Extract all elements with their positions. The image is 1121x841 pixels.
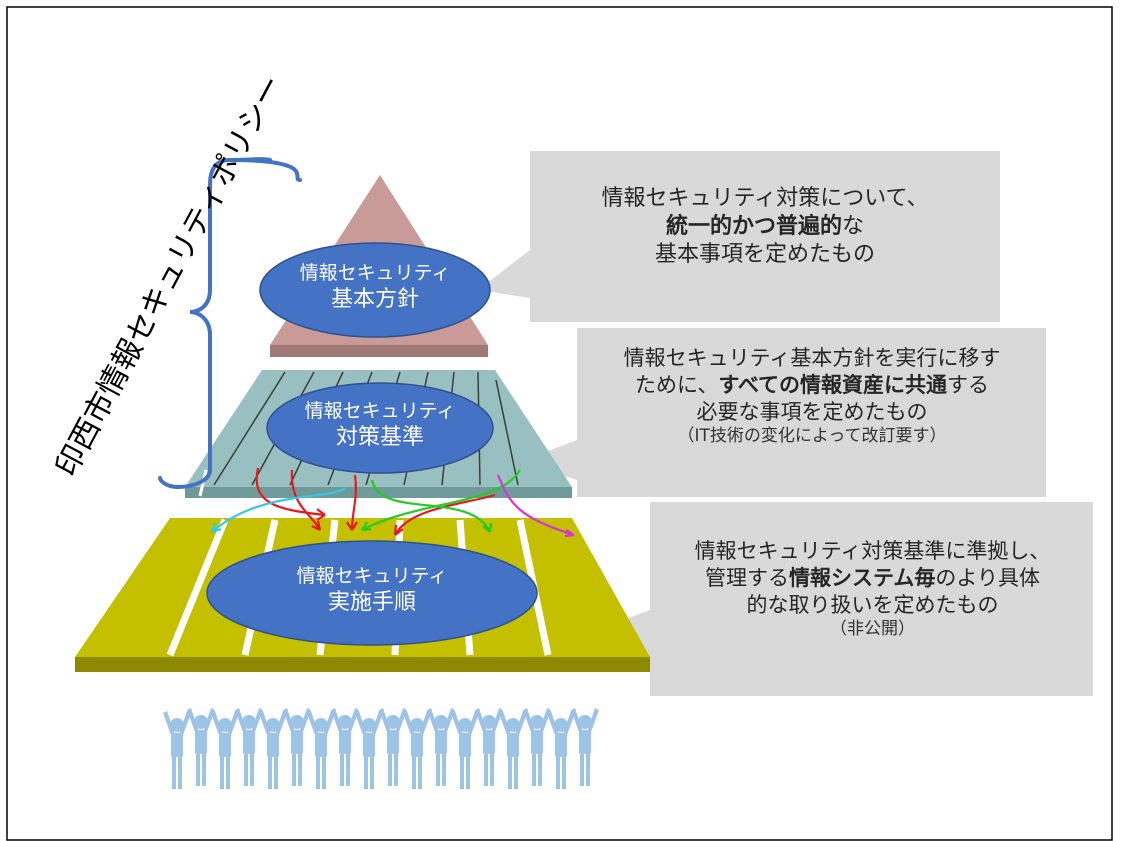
- callout-boxes: [478, 151, 1093, 696]
- tier-label-procedures: 情報セキュリティ 実施手順: [296, 565, 448, 615]
- ellipse-procedures: [206, 540, 538, 646]
- outer-border: [6, 6, 1113, 841]
- ellipse-standards: [266, 382, 494, 474]
- callout-box-procedures: [595, 502, 1093, 696]
- ellipse-basic-policy: [259, 242, 491, 338]
- callout-text-procedures: 情報セキュリティ対策基準に準拠し、 管理する情報システム毎のより具体 的な取り扱…: [694, 539, 1051, 639]
- callout-box-basic-policy: [478, 151, 1000, 322]
- callout-box-standards: [520, 328, 1046, 497]
- people-group-icon: [163, 708, 599, 789]
- tier-label-standards: 情報セキュリティ 対策基準: [304, 400, 456, 450]
- arrow-icon: [210, 467, 575, 538]
- tier-label-basic-policy: 情報セキュリティ 基本方針: [299, 262, 451, 312]
- callout-text-basic-policy: 情報セキュリティ対策について、 統一的かつ普遍的な 基本事項を定めたもの: [601, 186, 929, 268]
- callout-text-standards: 情報セキュリティ基本方針を実行に移す ために、すべての情報資産に共通する 必要な…: [623, 346, 1001, 446]
